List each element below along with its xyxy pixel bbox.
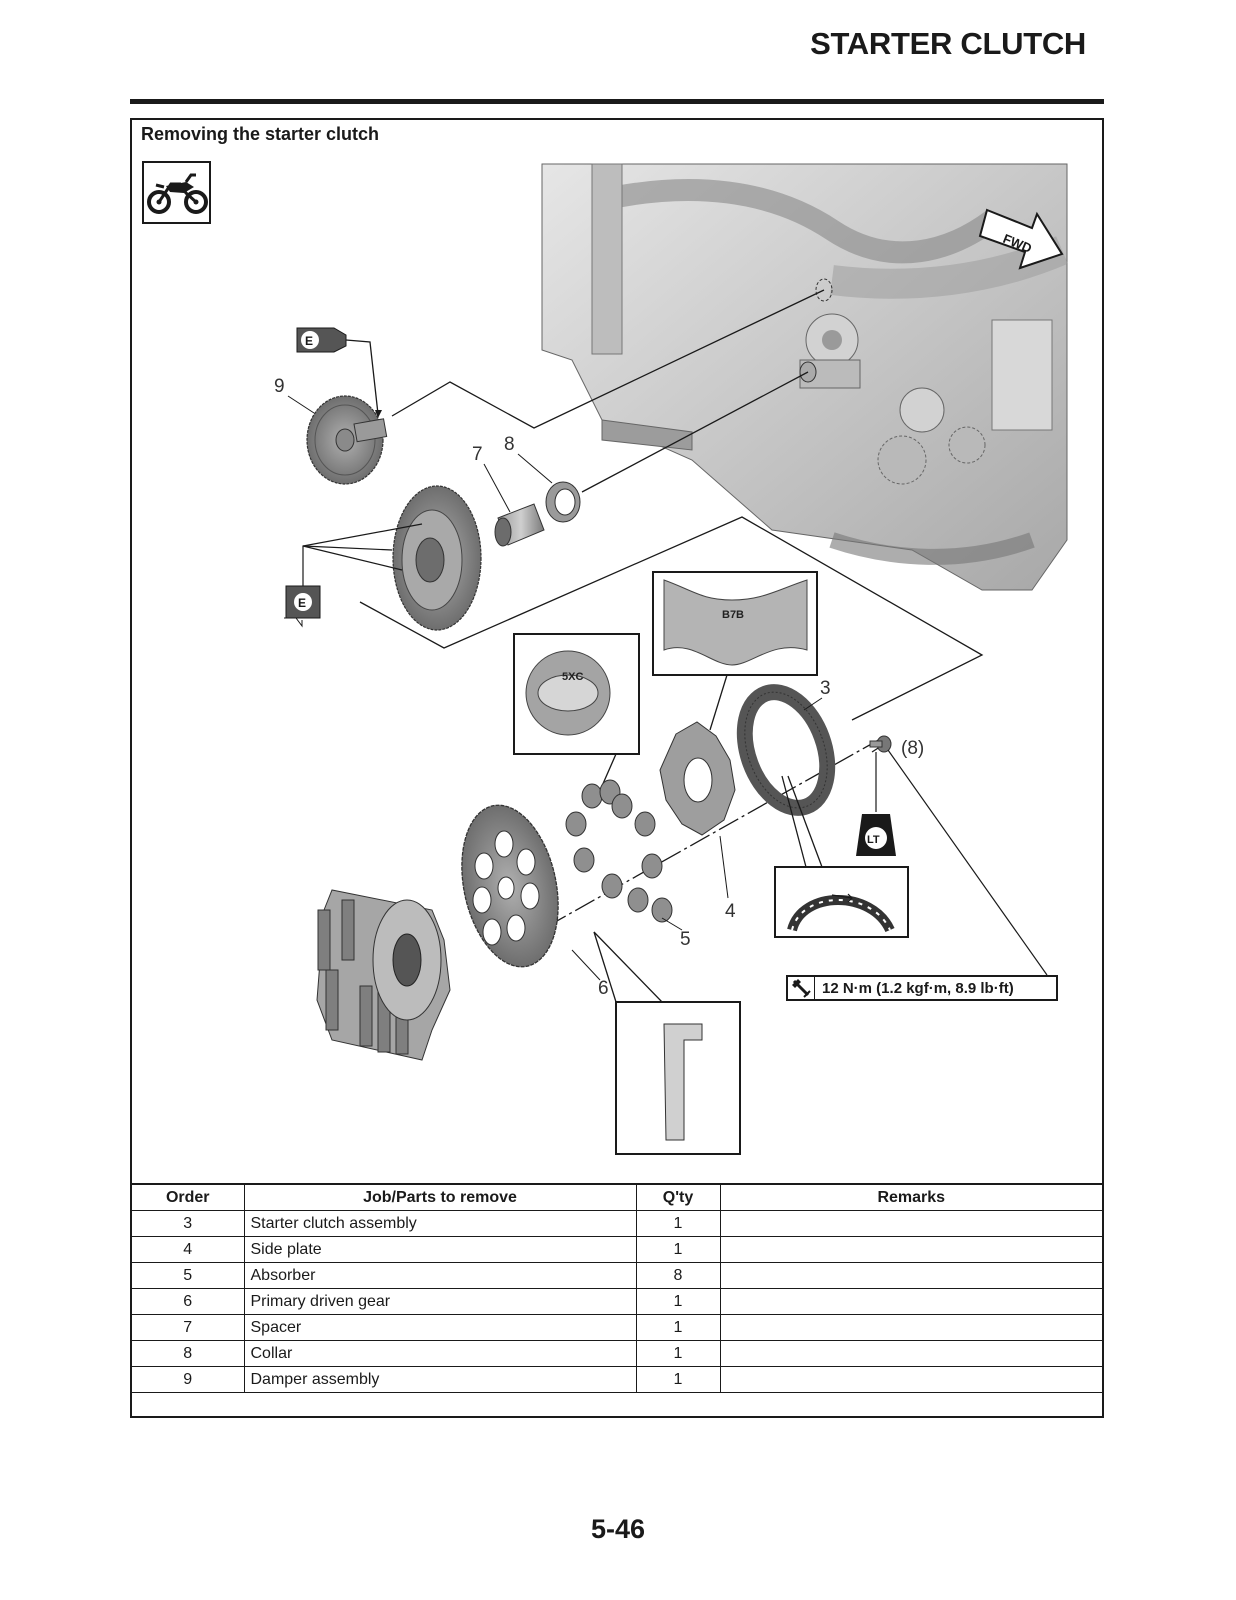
part-cell: Collar	[243, 1340, 637, 1367]
order-cell: 9	[132, 1366, 245, 1393]
tool-inset	[593, 931, 741, 1155]
clutch-housing-part	[316, 889, 451, 1061]
collar-part	[545, 481, 581, 523]
part-cell: Damper assembly	[243, 1366, 637, 1393]
svg-text:5XC: 5XC	[562, 671, 583, 683]
qty-cell: 1	[635, 1210, 721, 1237]
torque-spec: 12 N·m (1.2 kgf·m, 8.9 lb·ft)	[786, 975, 1058, 1001]
remarks-cell	[719, 1210, 1102, 1237]
qty-cell: 1	[635, 1314, 721, 1341]
sprag-direction-inset	[774, 775, 909, 938]
remarks-cell	[719, 1288, 1102, 1315]
header-job-parts: Job/Parts to remove	[243, 1183, 637, 1211]
absorber-inset: 5XC	[513, 633, 640, 787]
title-rule	[130, 99, 1104, 104]
section-heading: Removing the starter clutch	[141, 124, 380, 144]
page-title: STARTER CLUTCH	[810, 26, 1086, 61]
svg-text:E: E	[298, 596, 306, 610]
header-remarks: Remarks	[719, 1183, 1102, 1211]
oil-can-icon: E	[284, 523, 423, 628]
damper-assembly-part	[306, 395, 388, 485]
callout-3: 3	[820, 678, 831, 699]
remarks-cell	[719, 1314, 1102, 1341]
order-cell: 5	[132, 1262, 245, 1289]
oil-can-icon: E	[296, 327, 382, 418]
side-plate-inset: B7B	[652, 571, 818, 731]
header-qty: Q'ty	[635, 1183, 721, 1211]
callout-7: 7	[472, 444, 483, 465]
table-row: 9 Damper assembly 1	[132, 1366, 1102, 1393]
qty-cell: 1	[635, 1236, 721, 1263]
svg-text:LT: LT	[867, 834, 880, 846]
engine-illustration	[541, 163, 1068, 591]
remarks-cell	[719, 1366, 1102, 1393]
table-header-row: Order Job/Parts to remove Q'ty Remarks	[132, 1183, 1102, 1211]
remarks-cell	[719, 1262, 1102, 1289]
callout-5: 5	[680, 929, 691, 950]
bolt-part	[869, 735, 892, 753]
order-cell: 6	[132, 1288, 245, 1315]
callout-4: 4	[725, 901, 736, 922]
table-row: 6 Primary driven gear 1	[132, 1288, 1102, 1315]
part-cell: Starter clutch assembly	[243, 1210, 637, 1237]
order-cell: 8	[132, 1340, 245, 1367]
qty-cell: 1	[635, 1340, 721, 1367]
table-row: 4 Side plate 1	[132, 1236, 1102, 1263]
part-cell: Spacer	[243, 1314, 637, 1341]
spacer-part	[494, 503, 545, 547]
primary-driven-gear-part	[461, 804, 559, 968]
order-cell: 3	[132, 1210, 245, 1237]
exploded-view-diagram: FWD E 9	[274, 163, 1068, 1155]
side-plate-part	[659, 721, 736, 836]
callout-9: 9	[274, 376, 285, 397]
svg-text:B7B: B7B	[722, 609, 744, 621]
procedure-frame: Removing the starter clutch	[130, 118, 1104, 1418]
header-order: Order	[132, 1183, 245, 1211]
starter-clutch-part	[736, 684, 836, 816]
table-row: 8 Collar 1	[132, 1340, 1102, 1367]
locktite-icon: LT	[856, 749, 1048, 976]
callout-8: 8	[504, 434, 515, 455]
part-cell: Side plate	[243, 1236, 637, 1263]
starter-wheel-gear-part	[392, 485, 482, 631]
torque-value: 12 N·m (1.2 kgf·m, 8.9 lb·ft)	[822, 979, 1014, 997]
order-cell: 7	[132, 1314, 245, 1341]
qty-cell: 8	[635, 1262, 721, 1289]
remarks-cell	[719, 1236, 1102, 1263]
absorber-parts	[565, 779, 673, 923]
torque-wrench-icon	[790, 977, 815, 999]
order-cell: 4	[132, 1236, 245, 1263]
part-cell: Absorber	[243, 1262, 637, 1289]
callout-qty-8: (8)	[901, 738, 924, 759]
motorcycle-icon	[142, 161, 211, 224]
svg-text:E: E	[305, 334, 313, 348]
callout-6: 6	[598, 978, 609, 999]
table-row: 7 Spacer 1	[132, 1314, 1102, 1341]
qty-cell: 1	[635, 1366, 721, 1393]
qty-cell: 1	[635, 1288, 721, 1315]
page-number: 5-46	[590, 1514, 646, 1544]
part-cell: Primary driven gear	[243, 1288, 637, 1315]
remarks-cell	[719, 1340, 1102, 1367]
parts-table: Order Job/Parts to remove Q'ty Remarks 3…	[132, 1183, 1102, 1393]
table-row: 3 Starter clutch assembly 1	[132, 1210, 1102, 1237]
table-row: 5 Absorber 8	[132, 1262, 1102, 1289]
